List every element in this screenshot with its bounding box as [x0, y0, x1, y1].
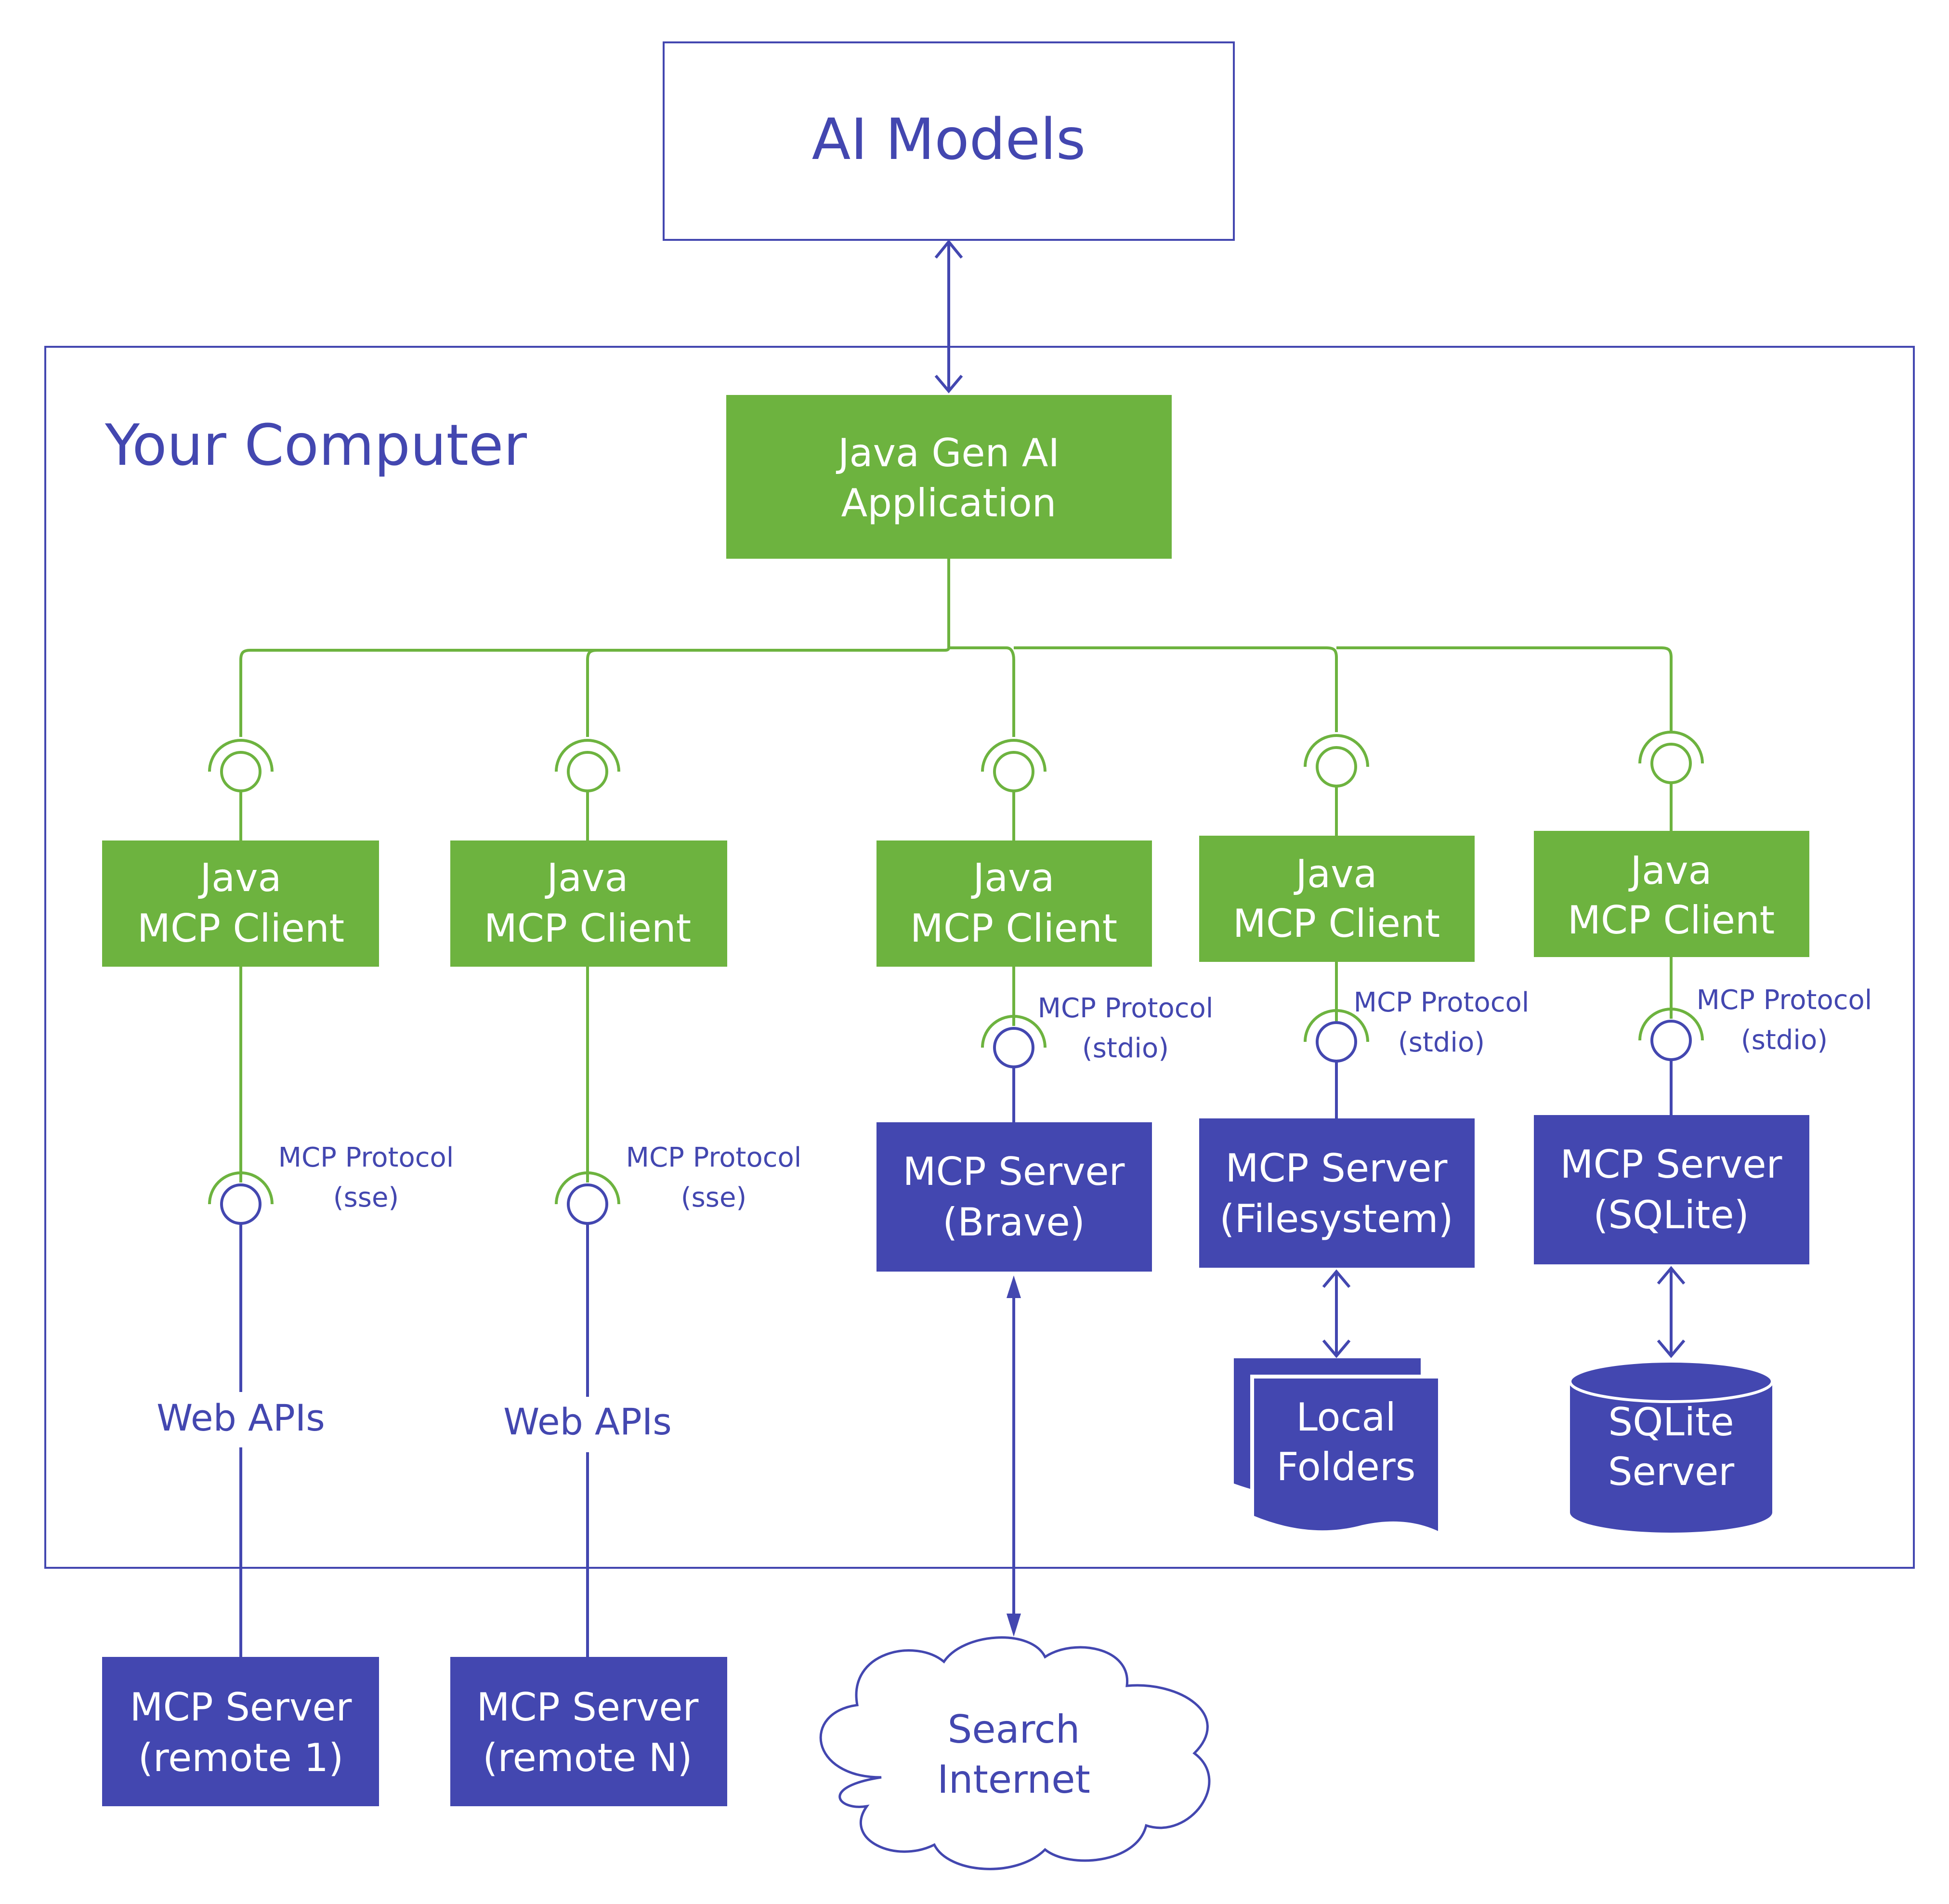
green-bus	[239, 559, 1673, 737]
your-computer-title: Your Computer	[105, 412, 527, 478]
server-label-line2: (Brave)	[942, 1200, 1085, 1245]
socket-4	[1304, 734, 1369, 836]
socket-3	[981, 739, 1046, 840]
internet-label-line1: Search	[948, 1707, 1080, 1752]
brave-internet-arrow	[1007, 1275, 1021, 1637]
protocol-label-line1: MCP Protocol	[278, 1142, 454, 1173]
client-label-line1: Java	[971, 855, 1055, 900]
client-label-line1: Java	[1628, 848, 1712, 893]
client-label-line2: MCP Client	[910, 906, 1117, 951]
web-apis-label-2: Web APIs	[503, 1400, 672, 1443]
mcp-server-filesystem: MCP Server (Filesystem)	[1199, 1118, 1475, 1268]
mcp-client-5: Java MCP Client	[1534, 831, 1809, 957]
java-gen-ai-application: Java Gen AI Application	[726, 395, 1172, 559]
client-label-line2: MCP Client	[484, 906, 691, 951]
sqlite-database: SQLite Server	[1569, 1360, 1774, 1533]
sqlite-label-line1: SQLite	[1608, 1400, 1734, 1444]
protocol-label-5: MCP Protocol (stdio)	[1697, 985, 1872, 1056]
protocol-label-line1: MCP Protocol	[626, 1142, 802, 1173]
app-label-line2: Application	[841, 481, 1057, 525]
server-label-line2: (remote N)	[483, 1735, 693, 1780]
socket-5	[1638, 731, 1704, 831]
mcp-client-3: Java MCP Client	[876, 840, 1152, 967]
sqlite-label-line2: Server	[1608, 1449, 1734, 1494]
stdio-link-filesystem	[1304, 962, 1369, 1118]
mcp-server-sqlite: MCP Server (SQLite)	[1534, 1115, 1809, 1264]
search-internet-cloud: Search Internet	[819, 1636, 1211, 1870]
client-label-line1: Java	[1294, 852, 1377, 896]
ai-models-label: AI Models	[812, 106, 1086, 172]
server-label-line1: MCP Server	[130, 1685, 352, 1730]
mcp-client-2: Java MCP Client	[450, 840, 727, 967]
filesystem-folders-arrow	[1322, 1269, 1351, 1358]
protocol-label-3: MCP Protocol (stdio)	[1038, 993, 1214, 1064]
mcp-server-remote-n: MCP Server (remote N)	[450, 1657, 727, 1806]
server-label-line1: MCP Server	[903, 1149, 1125, 1194]
client-label-line2: MCP Client	[137, 906, 344, 951]
client-label-line1: Java	[198, 855, 282, 900]
green-sockets	[208, 731, 1704, 840]
ai-models-box: AI Models	[663, 41, 1235, 241]
folders-label-line1: Local	[1296, 1395, 1396, 1440]
protocol-label-line2: (sse)	[333, 1182, 399, 1213]
local-folders: Local Folders	[1234, 1358, 1442, 1537]
protocol-label-line1: MCP Protocol	[1038, 993, 1214, 1024]
arrowhead-up	[934, 239, 963, 259]
client-label-line1: Java	[545, 855, 628, 900]
client-label-line2: MCP Client	[1568, 898, 1775, 943]
protocol-label-4: MCP Protocol (stdio)	[1354, 987, 1530, 1058]
socket-2	[555, 739, 620, 840]
mcp-client-4: Java MCP Client	[1199, 836, 1475, 962]
protocol-label-1: MCP Protocol (sse)	[278, 1142, 454, 1213]
protocol-label-line1: MCP Protocol	[1697, 985, 1872, 1016]
server-label-line1: MCP Server	[477, 1685, 699, 1730]
protocol-label-line2: (sse)	[681, 1182, 747, 1213]
mcp-server-brave: MCP Server (Brave)	[876, 1122, 1152, 1272]
server-label-line1: MCP Server	[1560, 1142, 1782, 1187]
mcp-client-1: Java MCP Client	[102, 840, 379, 967]
server-label-line2: (SQLite)	[1593, 1193, 1749, 1237]
your-computer-container: Your Computer	[44, 346, 1915, 1569]
client-label-line2: MCP Client	[1233, 901, 1440, 946]
protocol-label-line2: (stdio)	[1398, 1027, 1485, 1058]
server-label-line2: (remote 1)	[138, 1735, 344, 1780]
mcp-server-remote-1: MCP Server (remote 1)	[102, 1657, 379, 1806]
web-apis-label-1: Web APIs	[157, 1396, 325, 1439]
internet-label-line2: Internet	[937, 1757, 1090, 1802]
protocol-label-line2: (stdio)	[1741, 1024, 1828, 1056]
stdio-link-brave	[981, 967, 1046, 1122]
server-label-line2: (Filesystem)	[1219, 1196, 1453, 1241]
protocol-label-2: MCP Protocol (sse)	[626, 1142, 802, 1213]
server-label-line1: MCP Server	[1226, 1146, 1448, 1191]
stdio-link-sqlite	[1638, 957, 1704, 1115]
socket-1	[208, 739, 274, 840]
sqlite-db-arrow	[1657, 1266, 1686, 1358]
folders-label-line2: Folders	[1277, 1444, 1416, 1489]
protocol-label-line1: MCP Protocol	[1354, 987, 1530, 1018]
sse-link-2	[555, 967, 620, 1657]
arrowhead-down	[934, 375, 963, 394]
sse-link-1	[208, 967, 274, 1657]
protocol-label-line2: (stdio)	[1082, 1033, 1169, 1064]
app-label-line1: Java Gen AI	[836, 431, 1060, 475]
